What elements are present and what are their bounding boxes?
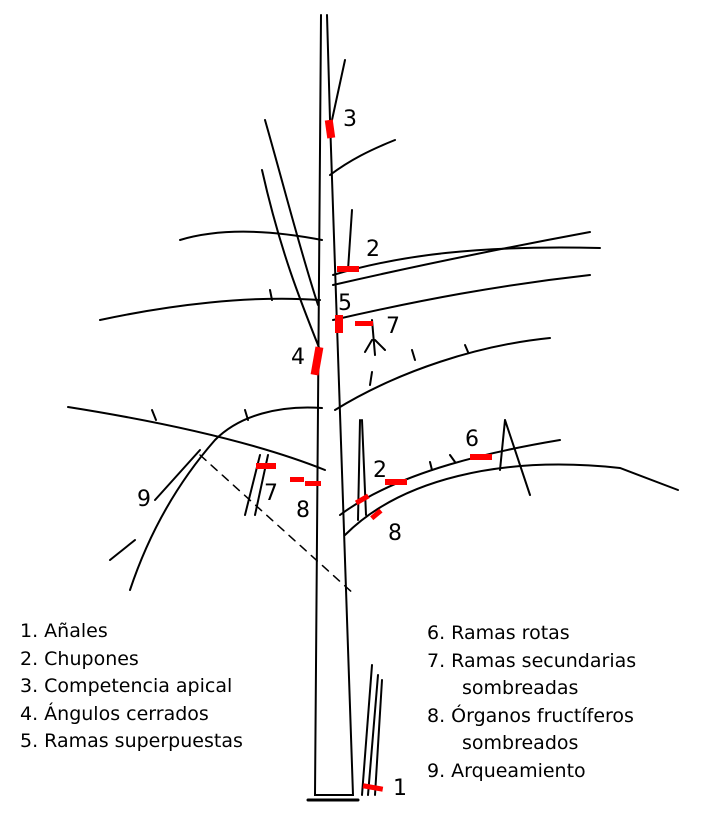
legend-item: 5. Ramas superpuestas — [20, 730, 243, 752]
marker-7b: 7 — [264, 481, 278, 506]
marker-2b: 2 — [373, 458, 387, 483]
legend-item: 3. Competencia apical — [20, 675, 233, 697]
legend-item-cont: sombreados — [462, 732, 579, 754]
marker-8: 8 — [296, 498, 310, 523]
legend-item: 8. Órganos fructíferos — [427, 704, 634, 727]
legend-item: 9. Arqueamiento — [427, 759, 586, 782]
marker-4: 4 — [291, 345, 305, 370]
legend-item: 2. Chupones — [20, 647, 139, 670]
marker-8b: 8 — [388, 521, 402, 546]
sucker-shoots — [361, 664, 383, 796]
legend-item: 4. Ángulos cerrados — [20, 702, 209, 725]
legend-item-cont: sombreadas — [462, 677, 579, 699]
cut-marks — [256, 119, 492, 792]
trunk — [313, 14, 355, 796]
legend-item: 7. Ramas secundarias — [427, 649, 637, 672]
marker-5: 5 — [338, 291, 352, 316]
legend-right: 6. Ramas rotas 7. Ramas secundarias somb… — [427, 620, 636, 785]
marker-1: 1 — [393, 776, 407, 801]
marker-7: 7 — [386, 314, 400, 339]
legend-left: 1. Añales 2. Chupones 3. Competencia api… — [20, 618, 243, 756]
arching-line — [199, 454, 356, 596]
marker-9: 9 — [137, 487, 151, 512]
marker-3: 3 — [343, 107, 357, 132]
legend-item: 1. Añales — [20, 620, 108, 642]
marker-2: 2 — [366, 237, 380, 262]
legend-item: 6. Ramas rotas — [427, 622, 570, 644]
marker-6: 6 — [465, 427, 479, 452]
